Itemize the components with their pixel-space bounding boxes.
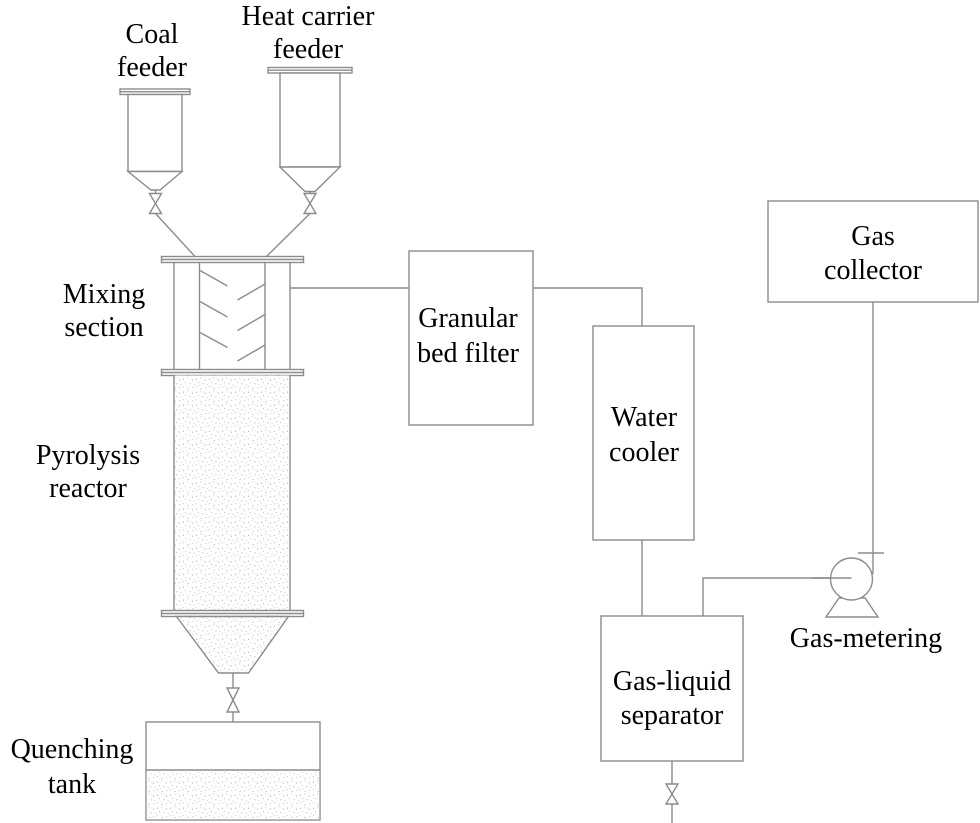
pyrolysis-reactor [160, 375, 305, 722]
heat-carrier-feeder-cone [278, 166, 342, 193]
quenching-tank-label: tank [48, 769, 96, 800]
coal-feeder-cone [126, 170, 184, 191]
pump-stand [824, 597, 880, 618]
gas-metering-pump-icon [812, 557, 880, 618]
pyrolysis-reactor-label: Pyrolysis [36, 440, 140, 471]
gas-liquid-separator-label: separator [621, 700, 724, 731]
gas-collector-label: Gas [851, 221, 895, 252]
mixing-section-label: section [64, 312, 143, 343]
heat-carrier-feeder [266, 66, 353, 257]
separator-drain-valve-icon [664, 783, 680, 805]
granular-bed-filter-box [408, 250, 534, 426]
coal-feeder-body [127, 93, 183, 173]
coal-feeder-label: Coal [126, 19, 179, 50]
pump-circle [829, 557, 874, 601]
coal-feeder [119, 88, 196, 257]
quenching-tank [145, 721, 321, 821]
mixing-section [160, 255, 305, 377]
gas-collector-label: collector [824, 255, 923, 286]
gas-metering-label: Gas-metering [790, 623, 942, 654]
mixing-section-internals [199, 269, 266, 362]
mixing-section-label: Mixing [63, 279, 145, 310]
quenching-tank-label: Quenching [11, 734, 134, 765]
coal-feeder-label: feeder [117, 52, 188, 83]
pyrolysis-reactor-bed [174, 375, 290, 611]
water-cooler-label: Water [611, 402, 678, 433]
coal-feeder-valve-icon [148, 192, 163, 215]
pyrolysis-reactor-label: reactor [49, 473, 127, 504]
pipe-coal-to-mixing [154, 213, 196, 257]
pipe-heat-carrier-to-mixing [266, 213, 311, 257]
water-cooler-box [592, 325, 695, 541]
pipe-separator-to-pump [702, 577, 851, 616]
gas-collector-box [767, 200, 979, 303]
gas-liquid-separator-box [600, 615, 744, 762]
heat-carrier-feeder-body [279, 72, 341, 168]
heat-carrier-feeder-valve-icon [302, 192, 318, 215]
granular-bed-filter-label: Granular [418, 303, 518, 334]
water-cooler-label: cooler [609, 437, 680, 468]
pyrolysis-reactor-cone [175, 615, 290, 674]
reactor-bottom-valve-icon [225, 687, 241, 713]
quenching-tank-liquid [146, 770, 320, 820]
gas-liquid-separator-label: Gas-liquid [613, 666, 731, 697]
granular-bed-filter-label: bed filter [417, 338, 520, 369]
gas-liquid-separator [600, 615, 744, 823]
heat-carrier-feeder-label: Heat carrier [242, 1, 376, 32]
heat-carrier-feeder-label: feeder [273, 34, 344, 65]
